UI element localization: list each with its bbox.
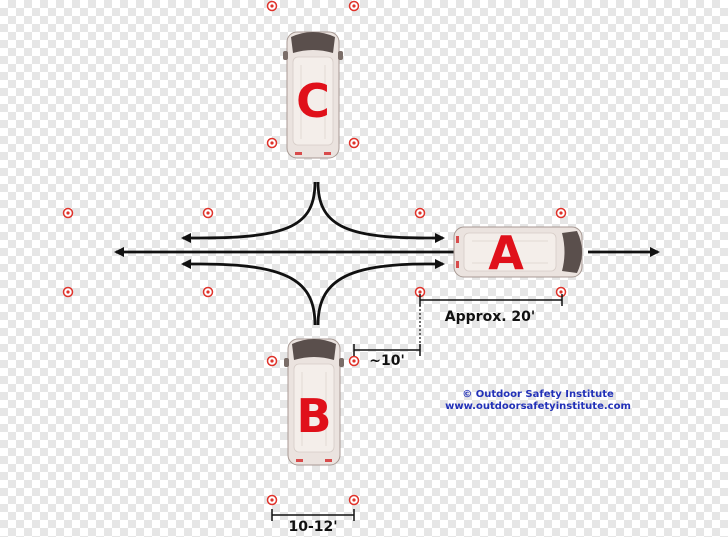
cone-marker (555, 286, 567, 298)
curve-arrow-b-right (316, 259, 445, 326)
cone-marker (266, 137, 278, 149)
cone-marker (62, 207, 74, 219)
dimension-label-width: 10-12' (288, 519, 337, 535)
curve-arrow-c-right (316, 181, 445, 243)
van-b-label: B (296, 389, 331, 443)
dimension-label-approx-10: ~10' (369, 353, 405, 369)
cone-marker (266, 0, 278, 12)
dimension-approx-20 (419, 294, 563, 306)
van-a-label: A (488, 226, 524, 280)
van-c-label: C (296, 74, 330, 128)
curve-arrow-c-left (181, 181, 317, 243)
van-b: B (283, 338, 345, 466)
cone-marker (202, 286, 214, 298)
cone-marker (414, 207, 426, 219)
cone-marker (62, 286, 74, 298)
dimension-label-approx-20: Approx. 20' (445, 309, 535, 325)
credit-line-1: © Outdoor Safety Institute (462, 389, 614, 400)
van-c: C (282, 31, 344, 159)
path-arrows (114, 181, 660, 326)
cone-marker (348, 137, 360, 149)
curve-arrow-b-left (181, 259, 317, 326)
cone-marker (202, 207, 214, 219)
van-a: A (453, 226, 583, 280)
dimension-width (271, 509, 355, 521)
cone-marker (266, 355, 278, 367)
credit-line-2: www.outdoorsafetyinstitute.com (445, 401, 631, 412)
cone-marker (348, 0, 360, 12)
dimension-approx-10 (353, 344, 421, 356)
cone-marker (266, 494, 278, 506)
cone-marker (348, 494, 360, 506)
cone-marker (348, 355, 360, 367)
cone-marker (555, 207, 567, 219)
